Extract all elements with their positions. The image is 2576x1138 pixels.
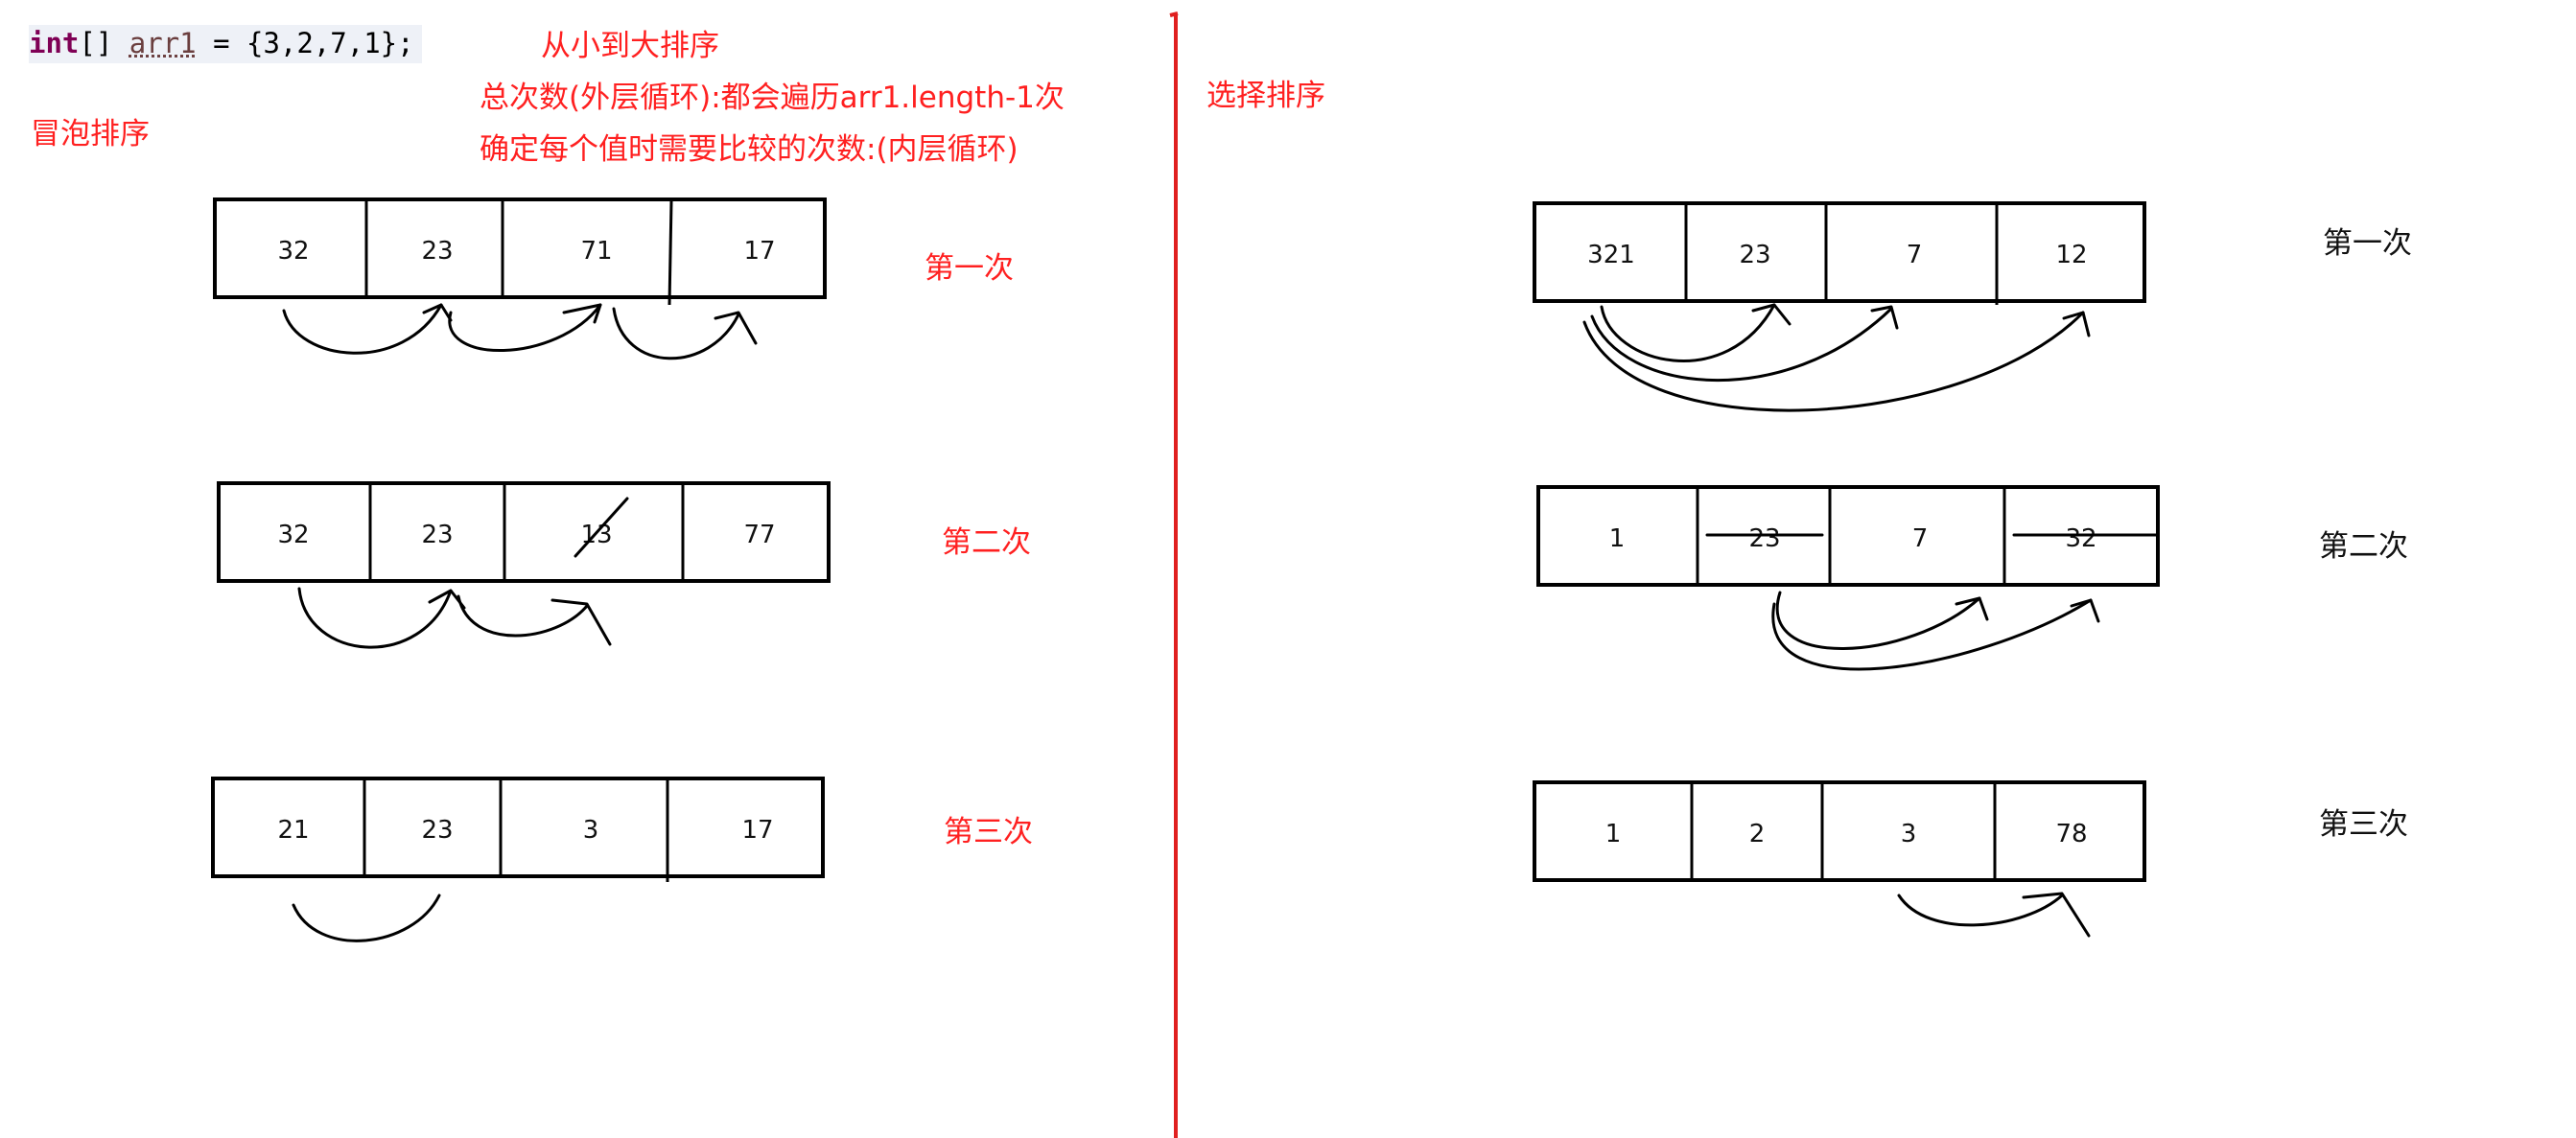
- cell-value: 3: [583, 816, 599, 845]
- bubble-note-outer-loop: 总次数(外层循环):都会遍历arr1.length-1次: [480, 81, 1065, 115]
- array-box: [211, 777, 825, 878]
- cell-value: 32: [2065, 524, 2096, 553]
- strike-mark: [574, 497, 629, 558]
- cell-value: 32: [277, 237, 309, 266]
- cell-value: 23: [1739, 241, 1770, 269]
- bubble-swap-arrows-1: [282, 303, 758, 360]
- array-box: [1533, 780, 2146, 882]
- compare-arc: [1600, 303, 1776, 362]
- cell-value: 17: [741, 816, 773, 845]
- arrow-head: [550, 598, 612, 646]
- code-variable: arr1: [129, 27, 197, 59]
- selection-array-1: 321 23 7 12: [1533, 201, 2146, 305]
- cell-value: 17: [743, 237, 775, 266]
- compare-arc: [1771, 598, 2093, 671]
- arrow-head: [1955, 596, 1989, 621]
- compare-arc: [1775, 591, 1981, 650]
- array-box: [213, 197, 827, 299]
- selection-pass-label-3: 第三次: [2319, 807, 2408, 842]
- code-brackets: []: [79, 27, 129, 59]
- swap-arc: [297, 587, 453, 649]
- arrow-head: [1751, 303, 1791, 326]
- cell-value: 23: [421, 237, 453, 266]
- cell-value: 21: [277, 816, 309, 845]
- divider-line-tick: [1169, 12, 1179, 17]
- cell-value: 2: [1749, 820, 1766, 848]
- cell-value: 7: [1907, 241, 1923, 269]
- compare-arc: [1582, 311, 2085, 412]
- swap-arc: [448, 303, 602, 353]
- cell-divider: [667, 200, 673, 306]
- selection-pass-label-2: 第二次: [2319, 529, 2408, 564]
- arrow-head: [422, 303, 453, 322]
- selection-array-2: 1 23 7 32: [1536, 485, 2160, 587]
- cell-value: 12: [2055, 241, 2087, 269]
- bubble-swap-arrows-2: [297, 587, 612, 649]
- bubble-swap-arrows-3: [292, 894, 441, 942]
- bubble-note-order: 从小到大排序: [541, 29, 719, 63]
- swap-arc: [457, 594, 589, 638]
- selection-array-3: 1 2 3 78: [1533, 780, 2146, 882]
- cell-value: 77: [743, 521, 775, 549]
- cell-value: 71: [580, 237, 612, 266]
- arrow-head: [2062, 311, 2091, 337]
- compare-arc: [1897, 894, 2064, 927]
- cell-value: 3: [1901, 820, 1917, 848]
- swap-arc: [282, 303, 443, 355]
- bubble-pass-label-3: 第三次: [944, 815, 1033, 849]
- bubble-pass-label-1: 第一次: [925, 251, 1014, 286]
- code-line: int[] arr1 = {3,2,7,1};: [29, 25, 422, 63]
- selection-compare-arrows-2: [1771, 591, 2100, 671]
- bubble-note-inner-loop: 确定每个值时需要比较的次数:(内层循环): [480, 132, 1019, 167]
- cell-value: 23: [421, 521, 453, 549]
- code-keyword: int: [29, 27, 80, 59]
- bubble-array-3: 21 23 3 17: [211, 777, 825, 882]
- cell-value: 1: [1605, 820, 1622, 848]
- bubble-sort-title: 冒泡排序: [31, 117, 150, 151]
- arrow-head: [2070, 598, 2100, 623]
- array-box: [1533, 201, 2146, 303]
- arrow-head: [714, 311, 758, 345]
- swap-arc: [292, 894, 441, 942]
- cell-value: 23: [421, 816, 453, 845]
- compare-arc: [1590, 307, 1893, 383]
- arrow-head: [562, 303, 602, 324]
- cell-value: 7: [1912, 524, 1929, 553]
- cell-value: 321: [1587, 241, 1635, 269]
- arrow-head: [1870, 305, 1899, 330]
- arrow-head: [2022, 892, 2091, 938]
- bubble-array-1: 32 23 71 17: [213, 197, 827, 306]
- selection-compare-arrows-1: [1582, 303, 2091, 412]
- cell-value: 1: [1609, 524, 1626, 553]
- array-box: [217, 481, 831, 583]
- cell-value: 32: [277, 521, 309, 549]
- selection-sort-title: 选择排序: [1206, 79, 1325, 113]
- selection-compare-arrows-3: [1897, 892, 2091, 938]
- cell-value: 23: [1748, 524, 1780, 553]
- bubble-array-2: 32 23 13 77: [217, 481, 831, 583]
- selection-pass-label-1: 第一次: [2323, 226, 2412, 261]
- code-array-literal: = {3,2,7,1};: [196, 27, 414, 59]
- swap-arc: [612, 307, 740, 360]
- cell-value: 78: [2055, 820, 2087, 848]
- bubble-pass-label-2: 第二次: [942, 525, 1031, 560]
